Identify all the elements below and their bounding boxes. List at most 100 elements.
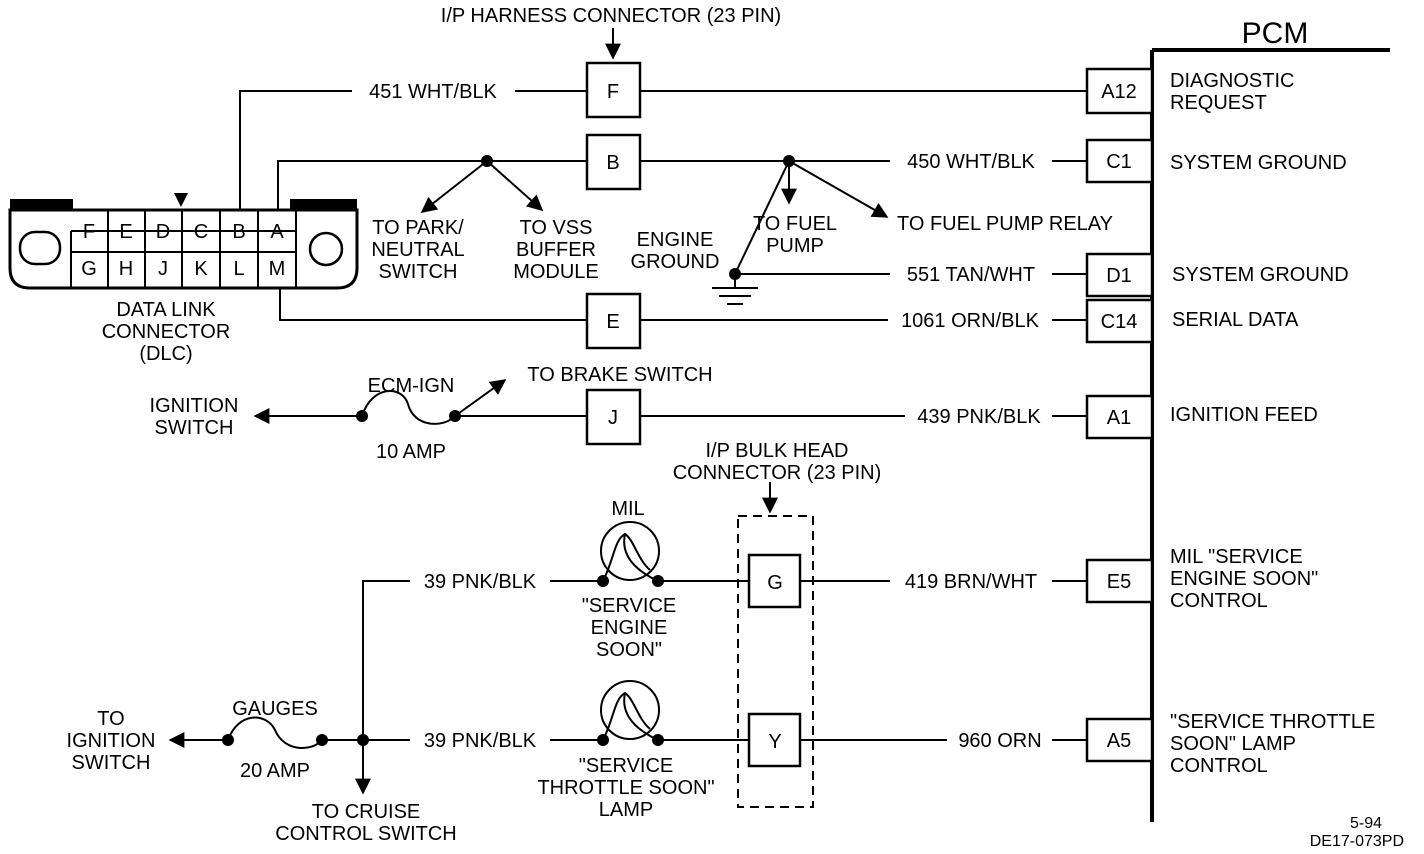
pcm-function: REQUEST: [1170, 92, 1267, 114]
dlc-label: CONNECTOR: [102, 321, 231, 343]
ip-bulkhead-title: I/P BULK HEAD: [705, 440, 848, 462]
fuses: [227, 390, 456, 750]
ignition-switch-label: IGNITION: [150, 395, 239, 417]
wire-label: 450 WHT/BLK: [907, 151, 1035, 173]
terminal-j: J: [608, 407, 618, 429]
mil-lamp-label: SOON": [596, 639, 662, 661]
engine-ground-label: ENGINE: [637, 229, 714, 251]
ignition-switch-label: SWITCH: [155, 417, 234, 439]
fuse-name: GAUGES: [232, 698, 318, 720]
dlc-pin: M: [269, 258, 286, 280]
pcm-pins: A12 C1 D1 C14 A1 E5 A5: [1085, 67, 1154, 763]
terminal-g: G: [767, 572, 783, 594]
figure-code: DE17-073PD: [1310, 833, 1404, 850]
wire-label: 39 PNK/BLK: [424, 571, 537, 593]
pcm-pin-d1: D1: [1106, 265, 1132, 287]
ip-harness-title: I/P HARNESS CONNECTOR (23 PIN): [441, 5, 781, 27]
pcm-function: CONTROL: [1170, 590, 1268, 612]
wire-label: 439 PNK/BLK: [917, 406, 1041, 428]
dlc-pin: F: [83, 221, 95, 243]
terminal-y: Y: [768, 731, 781, 753]
brake-switch-label: TO BRAKE SWITCH: [527, 364, 712, 386]
dlc-pin: B: [232, 221, 245, 243]
splice-dot: [357, 734, 369, 746]
pcm-function: SOON" LAMP: [1170, 733, 1296, 755]
figure-date: 5-94: [1350, 815, 1382, 832]
dlc-label: (DLC): [139, 343, 192, 365]
cruise-switch-label: TO CRUISE: [312, 801, 421, 823]
mil-lamp: [600, 521, 660, 582]
pcm-title: PCM: [1242, 17, 1309, 50]
wire-label: 39 PNK/BLK: [424, 730, 537, 752]
pcm-pin-a5: A5: [1107, 730, 1131, 752]
ground-symbol: [712, 274, 758, 305]
dlc-pin: C: [194, 221, 208, 243]
pcm-function: ENGINE SOON": [1170, 568, 1318, 590]
dlc-pin: D: [156, 221, 170, 243]
vss-buffer-label: TO VSS: [520, 217, 593, 239]
vss-buffer-label: BUFFER: [516, 239, 596, 261]
pcm-function: "SERVICE THROTTLE: [1170, 711, 1375, 733]
park-neutral-label: SWITCH: [379, 261, 458, 283]
fuel-pump-label: TO FUEL: [753, 213, 837, 235]
ip-harness-connector: F B E J: [585, 61, 642, 446]
wire-labels: 451 WHT/BLK 450 WHT/BLK 551 TAN/WHT 1061…: [369, 81, 1042, 752]
throttle-lamp-label: LAMP: [599, 799, 653, 821]
data-link-connector: F E D C B A G H J K L M DATA LINK CONNEC…: [8, 193, 359, 365]
throttle-lamp-label: "SERVICE: [579, 755, 674, 777]
throttle-lamp: [600, 680, 660, 741]
wire-label: 551 TAN/WHT: [907, 264, 1035, 286]
branch-arrows: [168, 28, 889, 795]
splice-dot: [783, 155, 795, 167]
component-labels: TO PARK/ NEUTRAL SWITCH TO VSS BUFFER MO…: [67, 213, 1113, 845]
ignition-switch-label: IGNITION: [67, 730, 156, 752]
throttle-lamp-label: THROTTLE SOON": [537, 777, 714, 799]
dlc-pin: E: [119, 221, 132, 243]
dlc-label: DATA LINK: [116, 299, 216, 321]
dlc-pin: A: [270, 221, 284, 243]
pcm-pin-e5: E5: [1107, 571, 1131, 593]
dlc-pin: J: [158, 258, 168, 280]
park-neutral-label: NEUTRAL: [371, 239, 464, 261]
wire-label: 1061 ORN/BLK: [901, 310, 1040, 332]
pcm-function: CONTROL: [1170, 755, 1268, 777]
pcm-function-labels: DIAGNOSTIC REQUEST SYSTEM GROUND SYSTEM …: [1170, 70, 1375, 777]
pcm-function: DIAGNOSTIC: [1170, 70, 1294, 92]
ignition-switch-label: TO: [97, 708, 124, 730]
wire-label: 451 WHT/BLK: [369, 81, 497, 103]
ignition-switch-label: SWITCH: [72, 752, 151, 774]
fuse-rating: 20 AMP: [240, 760, 310, 782]
wire-label: 960 ORN: [958, 730, 1041, 752]
pcm-pin-c1: C1: [1106, 151, 1132, 173]
pcm-function: SYSTEM GROUND: [1170, 152, 1347, 174]
mil-lamp-label: "SERVICE: [582, 595, 677, 617]
ecm-ign-fuse: [361, 390, 456, 425]
fuse-rating: 10 AMP: [376, 441, 446, 463]
pcm-function: SYSTEM GROUND: [1172, 264, 1349, 286]
pcm-pin-a12: A12: [1101, 81, 1137, 103]
terminal-f: F: [607, 81, 619, 103]
cruise-switch-label: CONTROL SWITCH: [275, 823, 456, 845]
vss-buffer-label: MODULE: [513, 261, 599, 283]
fuel-pump-label: PUMP: [766, 235, 824, 257]
dlc-pin: G: [81, 258, 97, 280]
fuel-pump-relay-label: TO FUEL PUMP RELAY: [897, 213, 1113, 235]
ip-bulkhead-connector: G Y: [737, 515, 814, 808]
park-neutral-label: TO PARK/: [372, 217, 464, 239]
splice-dot: [481, 155, 493, 167]
pcm-function: MIL "SERVICE: [1170, 546, 1303, 568]
engine-ground-label: GROUND: [631, 251, 720, 273]
terminal-e: E: [606, 311, 619, 333]
mil-lamp-label: ENGINE: [591, 617, 668, 639]
dlc-pin: L: [233, 258, 244, 280]
pcm-function: IGNITION FEED: [1170, 404, 1318, 426]
dlc-pin: K: [194, 258, 208, 280]
dlc-pin: H: [119, 258, 133, 280]
pcm-function: SERIAL DATA: [1172, 309, 1299, 331]
wire-label: 419 BRN/WHT: [905, 571, 1037, 593]
ip-bulkhead-title: CONNECTOR (23 PIN): [673, 462, 882, 484]
fuse-name: ECM-IGN: [368, 375, 455, 397]
pcm-pin-a1: A1: [1107, 407, 1131, 429]
pcm-pin-c14: C14: [1101, 311, 1138, 333]
